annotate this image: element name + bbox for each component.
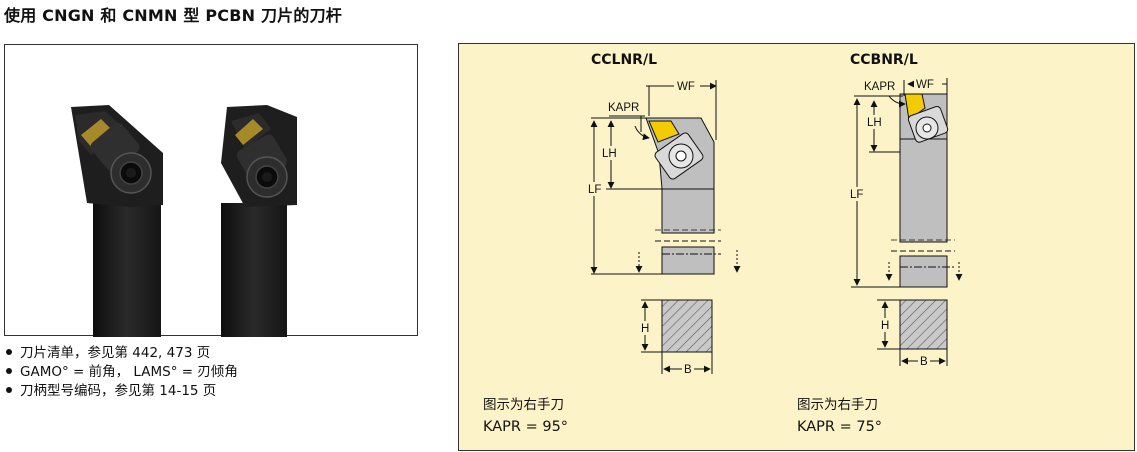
ccbnr-hand-note: 图示为右手刀 [797, 397, 878, 413]
cclnr-lh-label: LH [602, 148, 617, 160]
insert-list-note: 刀片清单，参见第 442, 473 页 [20, 345, 211, 361]
ccbnr-kapr-label: KAPR [864, 81, 895, 93]
cclnr-kapr-value: KAPR = 95° [483, 419, 569, 435]
cclnr-wf-label: WF [677, 81, 695, 93]
right-tool-image [221, 105, 297, 337]
cclnr-caption: 图示为右手刀 KAPR = 95° [483, 394, 568, 438]
page-title: 使用 CNGN 和 CNMN 型 PCBN 刀片的刀杆 [4, 6, 342, 25]
cclnr-hand-note: 图示为右手刀 [483, 397, 564, 413]
cclnr-kapr-label: KAPR [608, 102, 639, 114]
bullet-icon [6, 368, 12, 374]
ccbnr-h-label: H [881, 320, 889, 332]
ccbnr-kapr-value: KAPR = 75° [797, 419, 883, 435]
ccbnr-title: CCBNR/L [850, 52, 918, 68]
info-list: 刀片清单，参见第 442, 473 页 GAMO° = 前角， LAMS° = … [4, 344, 238, 401]
ccbnr-diagram [851, 78, 963, 366]
bullet-icon [6, 387, 12, 393]
cclnr-lf-label: LF [588, 184, 601, 196]
ccbnr-b-label: B [920, 356, 928, 368]
tool-holder-photo [4, 44, 418, 337]
list-item: 刀片清单，参见第 442, 473 页 [4, 344, 238, 363]
ccbnr-caption: 图示为右手刀 KAPR = 75° [797, 394, 882, 438]
code-key-note: 刀柄型号编码，参见第 14-15 页 [20, 383, 217, 399]
bullet-icon [6, 349, 12, 355]
left-tool-image [71, 105, 163, 337]
ccbnr-wf-label: WF [916, 79, 934, 91]
cclnr-b-label: B [684, 364, 692, 376]
cclnr-diagram [590, 80, 741, 374]
cclnr-h-label: H [641, 323, 649, 335]
angle-legend-note: GAMO° = 前角， LAMS° = 刃倾角 [20, 364, 238, 380]
ccbnr-lh-label: LH [867, 117, 882, 129]
cclnr-title: CCLNR/L [591, 52, 658, 68]
ccbnr-lf-label: LF [850, 189, 863, 201]
list-item: GAMO° = 前角， LAMS° = 刃倾角 [4, 363, 238, 382]
list-item: 刀柄型号编码，参见第 14-15 页 [4, 382, 238, 401]
dimension-panel: WF KAPR LH LF H B [458, 43, 1135, 451]
